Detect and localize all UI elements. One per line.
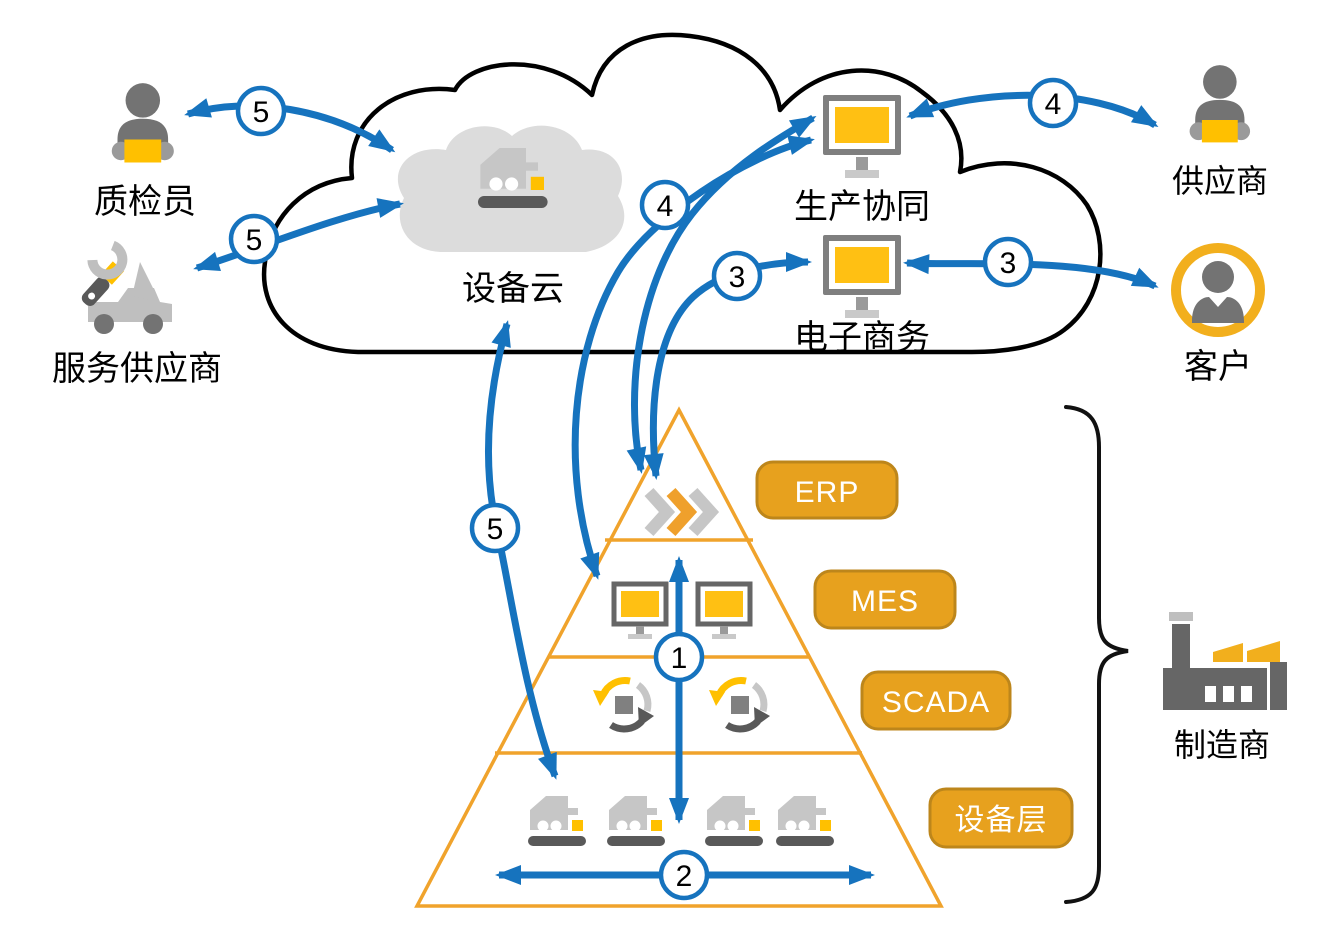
- badge-mes: MES: [813, 569, 957, 630]
- svg-text:2: 2: [676, 860, 693, 893]
- badge-equipment-layer-label: 设备层: [955, 804, 1048, 837]
- svg-text:5: 5: [253, 96, 270, 129]
- svg-text:5: 5: [246, 224, 263, 257]
- service-provider-label: 服务供应商: [52, 350, 222, 388]
- step-badge-5-service-provider: 5: [228, 213, 280, 265]
- badge-equipment-layer: 设备层: [928, 787, 1074, 849]
- mes-monitor-left-icon: [614, 584, 666, 639]
- equipment-cloud-label: 设备云: [462, 270, 564, 308]
- quality-inspector-icon: [111, 83, 174, 163]
- equipment-machine-3-icon: [705, 796, 763, 846]
- supplier-icon: [1189, 65, 1251, 143]
- arrow-quality-inspector-cloud: [184, 98, 396, 153]
- step-badge-4-erp-link: 4: [639, 179, 691, 231]
- manufacturer-factory-icon: [1163, 612, 1287, 710]
- badge-scada: SCADA: [860, 670, 1012, 731]
- step-badge-3-customer-link: 3: [982, 236, 1034, 288]
- step-badge-3-erp-link: 3: [711, 250, 763, 302]
- svg-text:4: 4: [657, 190, 674, 223]
- mes-monitor-right-icon: [698, 584, 750, 639]
- arrow-service-provider-equipment-cloud: [193, 198, 404, 272]
- equipment-cloud-icon: [397, 125, 625, 252]
- erp-chevrons-icon: [644, 487, 720, 537]
- customer-label: 客户: [1184, 348, 1252, 386]
- quality-inspector-label: 质检员: [94, 183, 196, 221]
- svg-text:3: 3: [1000, 247, 1017, 280]
- badge-mes-label: MES: [851, 585, 919, 618]
- e-commerce-label: 电子商务: [794, 319, 930, 357]
- scada-cycle-right-icon: [709, 680, 770, 728]
- production-collaboration-label: 生产协同: [794, 188, 930, 226]
- arrow-mes-production-collaboration: [571, 135, 815, 580]
- scada-cycle-left-icon: [593, 680, 654, 728]
- step-badge-5-quality-inspector: 5: [235, 85, 287, 137]
- equipment-machine-4-icon: [776, 796, 834, 846]
- badge-erp-label: ERP: [795, 476, 860, 509]
- badge-scada-label: SCADA: [882, 686, 990, 719]
- manufacturer-brace: [1064, 405, 1129, 904]
- svg-text:1: 1: [671, 642, 688, 675]
- svg-text:4: 4: [1045, 88, 1062, 121]
- step-badge-2-horizontal: 2: [658, 849, 710, 901]
- manufacturer-label: 制造商: [1174, 727, 1270, 763]
- supplier-label: 供应商: [1172, 163, 1268, 199]
- customer-icon: [1171, 243, 1265, 337]
- svg-text:3: 3: [729, 261, 746, 294]
- svg-text:5: 5: [487, 513, 504, 546]
- step-badge-4-supplier-link: 4: [1027, 77, 1079, 129]
- equipment-machine-2-icon: [607, 796, 665, 846]
- step-badge-5-equipment-link: 5: [469, 502, 521, 554]
- badge-erp: ERP: [755, 460, 899, 520]
- equipment-machine-1-icon: [528, 796, 586, 846]
- service-provider-icon: [81, 240, 172, 334]
- step-badge-1-vertical: 1: [653, 631, 705, 683]
